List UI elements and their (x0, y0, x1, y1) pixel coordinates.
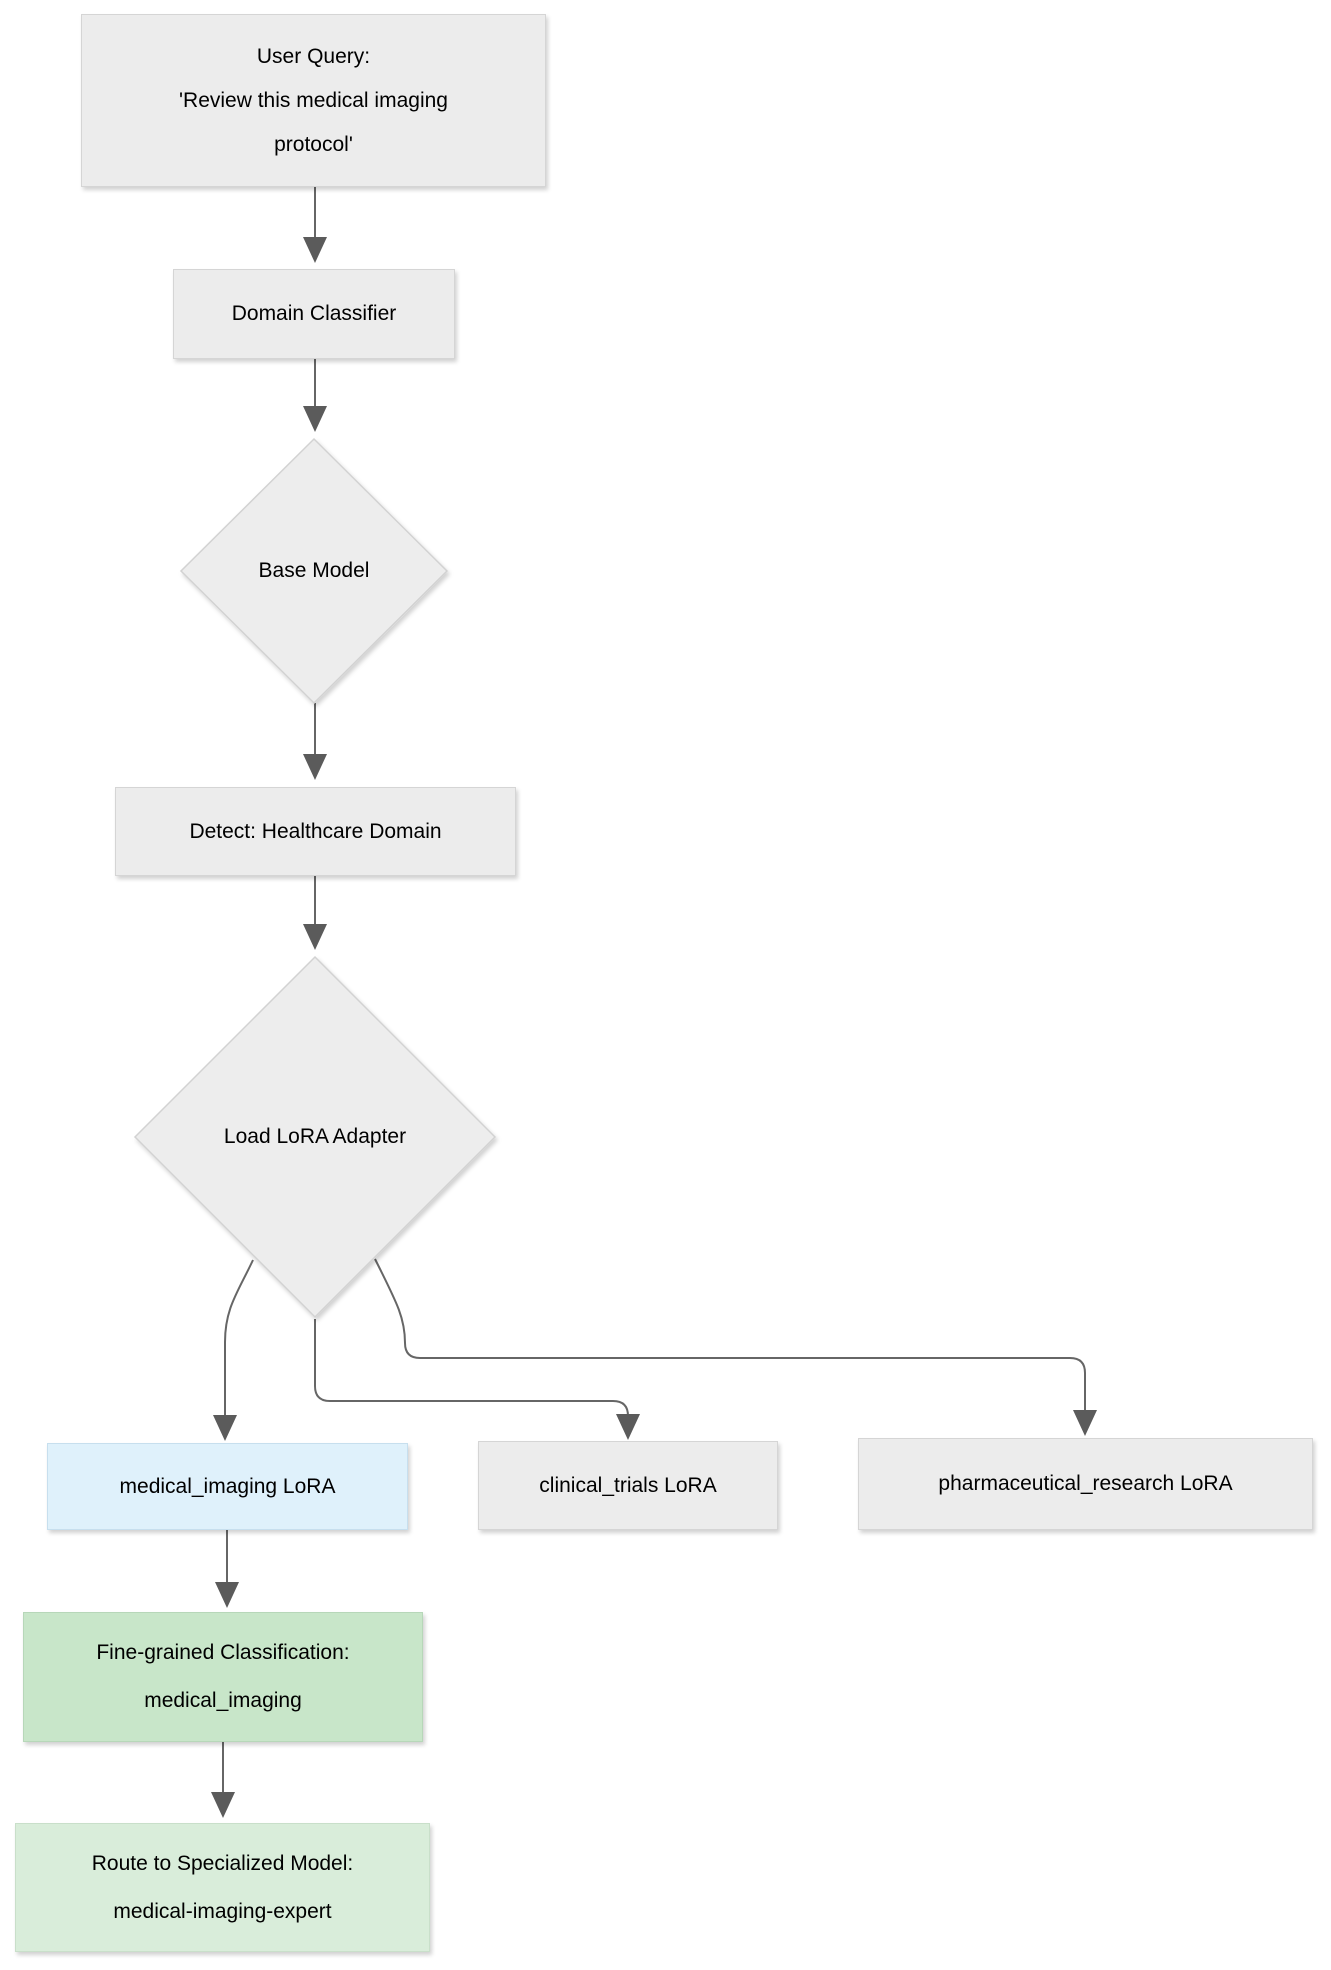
node-route-to-specialized-model: Route to Specialized Model: medical-imag… (15, 1823, 430, 1952)
node-domain-classifier: Domain Classifier (173, 269, 455, 359)
node-label: medical_imaging LoRA (119, 1474, 336, 1498)
arrowhead-icon (211, 1792, 235, 1818)
node-load-lora-diamond (133, 955, 497, 1319)
node-medical-imaging-lora: medical_imaging LoRA (47, 1443, 408, 1530)
node-label: pharmaceutical_research LoRA (938, 1472, 1233, 1495)
node-label: medical-imaging-expert (113, 1899, 332, 1923)
node-detect-healthcare-domain: Detect: Healthcare Domain (115, 787, 516, 876)
node-base-model-diamond (179, 437, 449, 705)
arrowhead-icon (303, 754, 327, 780)
node-clinical-trials-lora: clinical_trials LoRA (478, 1441, 778, 1530)
node-label: Domain Classifier (231, 302, 397, 325)
arrowhead-icon (303, 406, 327, 432)
edge-loadlora-medical (224, 1259, 254, 1415)
arrowhead-icon (303, 924, 327, 950)
edge-loadlora-pharma (374, 1258, 1086, 1411)
node-fine-grained-classification: Fine-grained Classification: medical_ima… (23, 1612, 423, 1742)
node-label: Route to Specialized Model: (91, 1851, 354, 1875)
node-label: 'Review this medical imaging (179, 88, 448, 112)
node-user-query: User Query: 'Review this medical imaging… (81, 14, 546, 187)
arrowhead-icon (213, 1415, 237, 1441)
node-pharmaceutical-research-lora: pharmaceutical_research LoRA (858, 1438, 1313, 1530)
edge-loadlora-clinical (314, 1319, 629, 1417)
arrowhead-icon (1073, 1410, 1097, 1436)
arrowhead-icon (215, 1582, 239, 1608)
node-label: protocol' (274, 132, 353, 156)
node-label: medical_imaging (144, 1689, 302, 1712)
node-label: User Query: (256, 44, 371, 68)
arrowhead-icon (616, 1414, 640, 1440)
node-label: Detect: Healthcare Domain (189, 819, 442, 843)
node-label: clinical_trials LoRA (539, 1473, 717, 1497)
arrowhead-icon (303, 237, 327, 263)
node-label: Fine-grained Classification: (96, 1641, 350, 1664)
